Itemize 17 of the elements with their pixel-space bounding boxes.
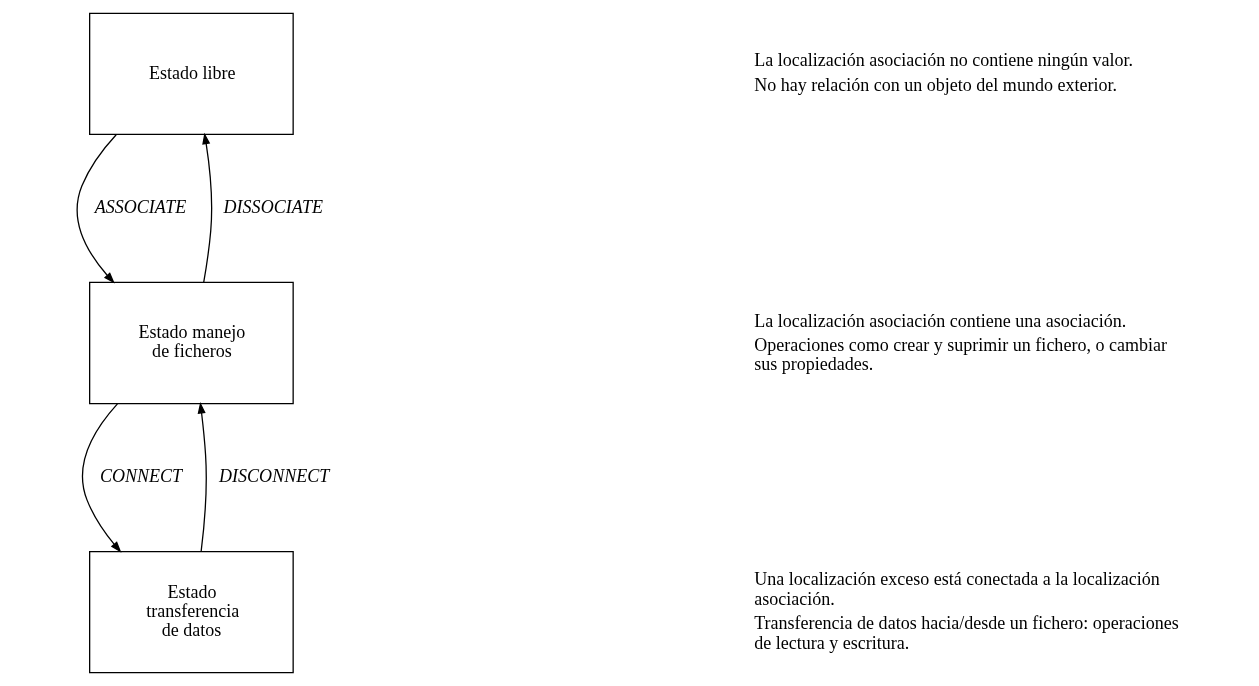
arrow	[81, 403, 122, 553]
node-label: La localización asociación no contiene ningún valor.	[754, 50, 1133, 71]
node-label: Transferencia de datos hacia/desde un fichero: operaciones de lectura y escritura.	[754, 613, 1179, 653]
node-label: No hay relación con un objeto del mundo exterior.	[754, 74, 1117, 95]
arrow	[197, 402, 207, 553]
edge-label: DISSOCIATE	[223, 196, 324, 217]
node-label: Operaciones como crear y suprimir un fichero, o cambiar sus propiedades.	[754, 334, 1167, 375]
node-label: La localización asociación contiene una asociación.	[754, 310, 1127, 331]
edge-label: DISCONNECT	[219, 465, 330, 486]
arrow	[202, 132, 213, 283]
node-label: Una localización exceso está conectada a la localización asociación.	[754, 569, 1160, 609]
edge-label: ASSOCIATE	[94, 196, 187, 217]
edge-label: CONNECT	[99, 465, 183, 486]
node-box: Estado libre	[89, 12, 294, 135]
node-box: Estado manejo de ficheros	[89, 281, 294, 405]
arrow	[76, 134, 117, 284]
node-box: Estado transferencia de datos	[89, 551, 294, 674]
